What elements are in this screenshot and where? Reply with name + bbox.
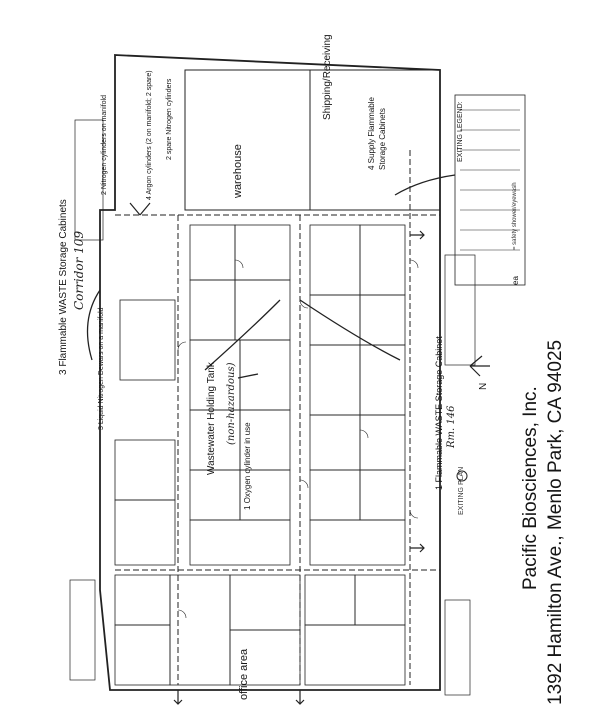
argon-cylinders-label: 4 Argon cylinders (2 on manifold; 2 spar… (146, 70, 153, 200)
flammable-waste-cabinet-label: 1 Flammable WASTE Storage Cabinet (434, 336, 444, 490)
office-area-label: office area (238, 648, 250, 700)
lab-rooms-right (309, 224, 406, 566)
legend-safety-shower: = safety shower/eyewash (512, 182, 518, 250)
liquid-nitrogen-dewars-label: 3 Liquid Nitrogen Dewars on a manifold (98, 307, 105, 430)
exiting-plan-label: EXITING PLAN (458, 466, 465, 515)
nitrogen-cylinders-label: 2 Nitrogen cylinders on manifold (101, 95, 108, 195)
company-address: 1392 Hamilton Ave., Menlo Park, CA 94025 (545, 339, 566, 705)
west-rooms (114, 299, 176, 566)
legend-box (454, 94, 526, 286)
office-rooms (114, 574, 406, 686)
company-name: Pacific Biosciences, Inc. (520, 386, 541, 590)
shipping-room (309, 69, 441, 211)
legend-symbol-ea: ea (511, 276, 520, 285)
warehouse-label: warehouse (232, 144, 244, 198)
spare-nitrogen-label: 2 spare Nitrogen cylinders (166, 78, 173, 160)
corridor-handwritten-label: Corridor 109 (72, 230, 86, 310)
room-146-note: Rm. 146 (446, 405, 457, 448)
shipping-receiving-label: Shipping/Receiving (322, 34, 333, 120)
legend-title: EXITING LEGEND: (457, 101, 464, 162)
supply-flammable-label: 4 Supply Flammable Storage Cabinets (367, 97, 387, 170)
wastewater-tank-label: Wastewater Holding Tank (206, 362, 217, 475)
warehouse-room (184, 69, 311, 211)
flammable-waste-cabinets-label: 3 Flammable WASTE Storage Cabinets (58, 199, 69, 375)
non-hazardous-note: (non-hazardous) (226, 362, 237, 446)
legend-lines (460, 109, 520, 251)
annotation-arrows (86, 174, 456, 379)
north-label: N (478, 382, 489, 390)
exiting-plan-marker (456, 470, 468, 482)
north-arrow (469, 355, 490, 377)
lab-rooms-left (189, 224, 291, 566)
occupancy-boxes (69, 119, 476, 696)
exit-arrows (129, 202, 425, 705)
oxygen-cylinder-label: 1 Oxygen cylinder in use (243, 422, 252, 510)
